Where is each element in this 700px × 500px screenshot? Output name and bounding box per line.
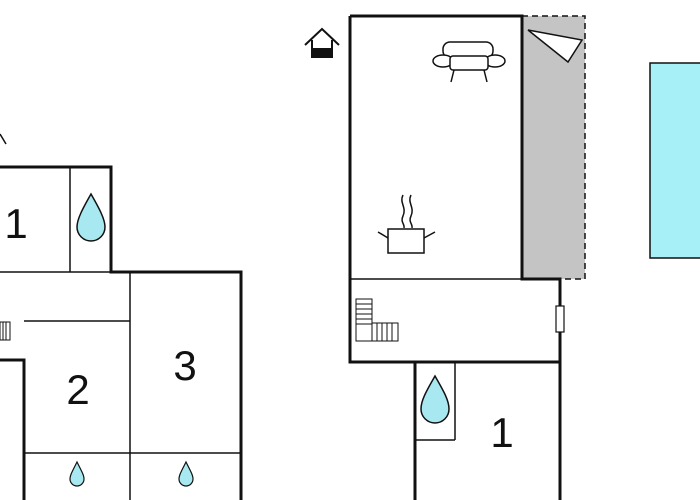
- sofa-icon: [432, 41, 506, 83]
- right-building-inner-walls: [350, 278, 522, 441]
- terrace-area: [521, 15, 586, 280]
- entrance-house-icon: [304, 27, 340, 58]
- sink-drop-icon-left: [69, 460, 85, 487]
- left-building-outline: [0, 165, 243, 500]
- left-staircase-icon: [0, 321, 11, 341]
- pool-area: [649, 62, 700, 259]
- window-marker: [555, 305, 565, 333]
- bath-drop-icon: [420, 374, 450, 424]
- right-building-outline: [348, 14, 562, 500]
- terrace-light-wedge-icon: [527, 29, 584, 64]
- room-label-bedroom-2: 2: [66, 366, 89, 413]
- room-label-bedroom-1-right: 1: [490, 409, 513, 456]
- cooking-pot-icon: [377, 194, 436, 254]
- left-building: [0, 165, 243, 500]
- shower-drop-icon: [76, 192, 106, 242]
- room-label-bedroom-3: 3: [173, 342, 196, 389]
- sink-drop-icon-right: [178, 460, 194, 487]
- left-building-inner-walls: [0, 167, 241, 500]
- staircase-icon: [355, 298, 399, 342]
- room-label-bedroom-1: 1: [4, 200, 27, 247]
- right-building: [348, 14, 562, 500]
- left-entrance-icon: [0, 133, 7, 145]
